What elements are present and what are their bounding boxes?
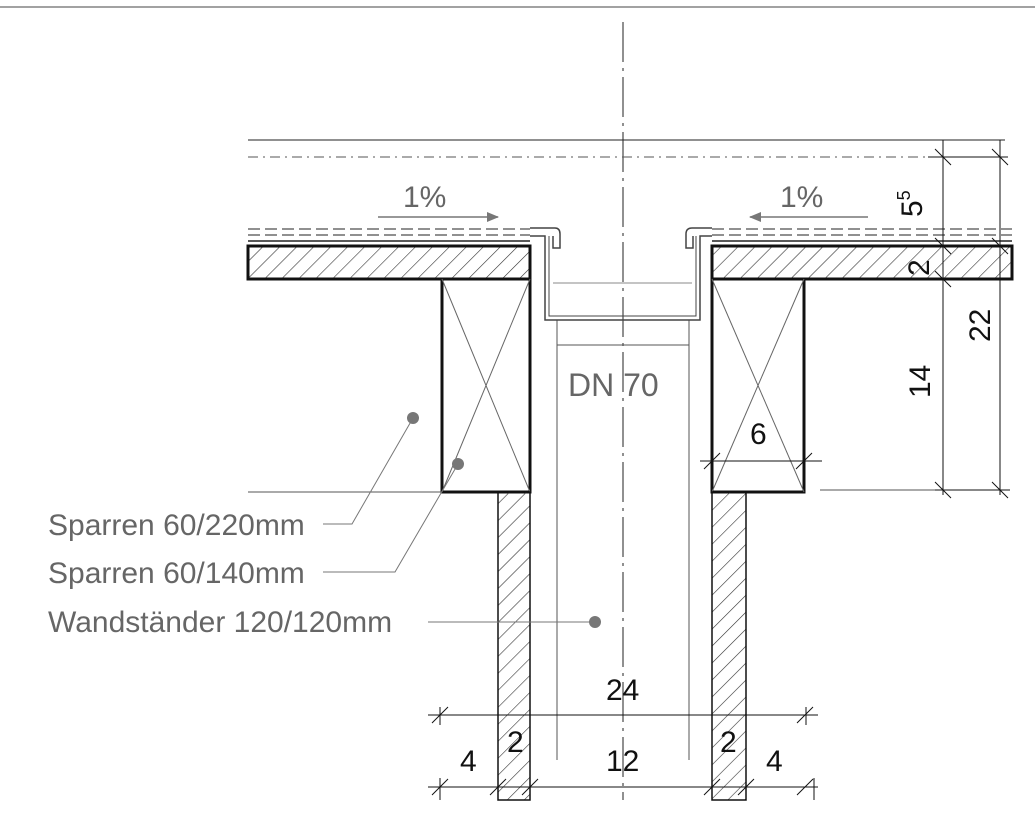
dim-overall-label: 24 <box>606 674 639 707</box>
label-sparren-140: Sparren 60/140mm <box>48 557 305 590</box>
stud-right <box>711 491 747 801</box>
label-sparren-220: Sparren 60/220mm <box>48 509 305 542</box>
dim-right-inner-label: 2 <box>720 726 737 759</box>
gutter-channel <box>530 235 712 321</box>
dim-rafter-total-label: 22 <box>964 309 997 342</box>
deck-slab-left <box>246 244 532 281</box>
gutter-channel-inner <box>548 236 697 317</box>
rafter-right <box>710 277 806 494</box>
leader-sparren-220 <box>323 417 414 525</box>
stud-left <box>497 491 531 801</box>
label-wandstaender: Wandständer 120/120mm <box>48 606 392 639</box>
pipe-label: DN 70 <box>568 367 659 403</box>
leader-sparren-140 <box>323 463 459 573</box>
rafter-left <box>440 277 532 494</box>
dim-center-label: 12 <box>606 745 639 778</box>
dim-beam-width-label: 6 <box>750 418 767 451</box>
dim-insulation-label: 55 <box>894 190 929 217</box>
slope-label-left: 1% <box>403 181 446 214</box>
deck-slab-right <box>710 244 1014 281</box>
dim-beam-width <box>700 452 822 470</box>
gutter-lip-right <box>685 227 712 249</box>
slope-label-right: 1% <box>780 181 823 214</box>
dim-right-outer-label: 4 <box>766 745 783 778</box>
gutter-lip-left <box>530 227 561 249</box>
dim-rafter-small-label: 14 <box>904 365 937 398</box>
dim-left-outer-label: 4 <box>460 745 477 778</box>
dim-bottom-chain <box>428 707 818 800</box>
dim-deck-label: 2 <box>903 259 936 276</box>
dim-left-inner-label: 2 <box>507 726 524 759</box>
